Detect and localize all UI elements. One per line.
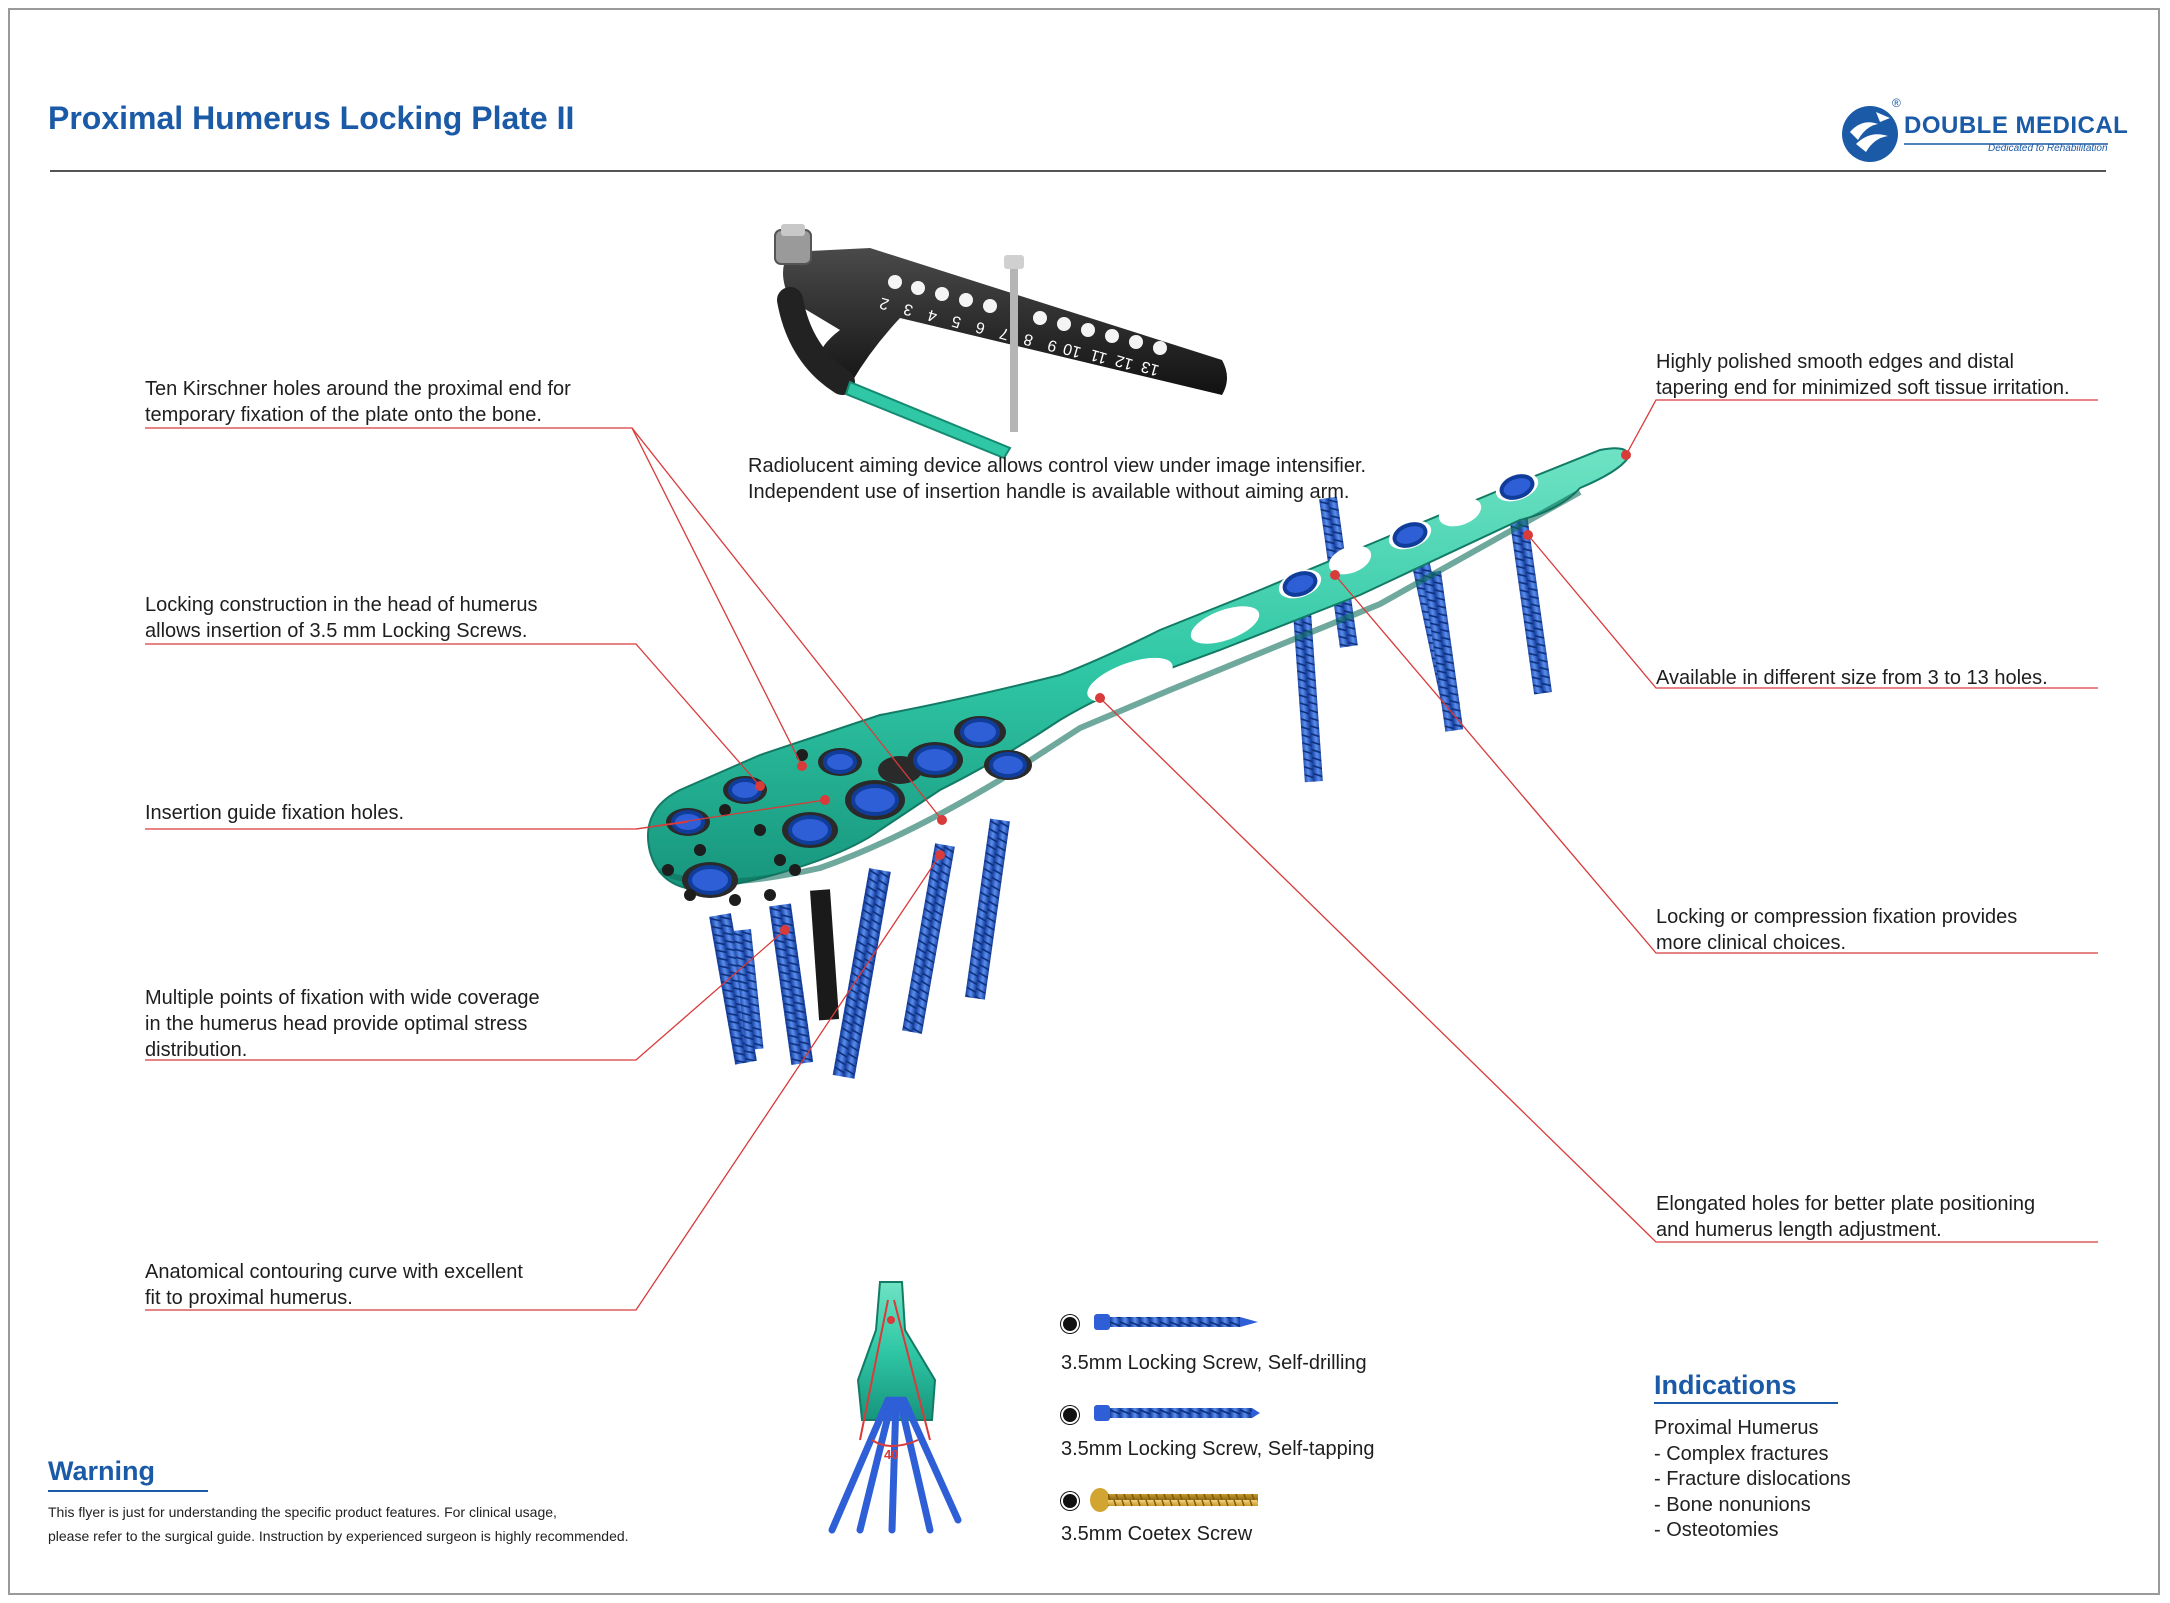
hole-number: 12	[1113, 351, 1135, 372]
callout-line: Ten Kirschner holes around the proximal …	[145, 378, 571, 400]
leader-lines	[145, 399, 2098, 1311]
screw-heads	[671, 474, 1535, 895]
aiming-device-caption: Radiolucent aiming device allows control…	[748, 453, 1366, 505]
screw-angle-diagram	[828, 1281, 962, 1534]
callout-elongated-holes: Elongated holes for better plate positio…	[1656, 1191, 2035, 1243]
callout-line: Multiple points of fixation with wide co…	[145, 987, 540, 1009]
callout-sizes: Available in different size from 3 to 13…	[1656, 665, 2048, 691]
callout-polished-edges: Highly polished smooth edges and distal …	[1656, 349, 2070, 401]
warning-text: This flyer is just for understanding the…	[48, 1500, 629, 1548]
callout-line: Elongated holes for better plate positio…	[1656, 1193, 2036, 1215]
callout-anatomical-contour: Anatomical contouring curve with excelle…	[145, 1259, 523, 1311]
callout-line: in the humerus head provide optimal stre…	[145, 1013, 528, 1035]
indication-item: - Fracture dislocations	[1654, 1468, 1851, 1490]
callout-line: tapering end for minimized soft tissue i…	[1656, 377, 2070, 399]
screw-label-self-drilling: 3.5mm Locking Screw, Self-drilling	[1061, 1352, 1367, 1374]
header-divider	[50, 170, 2106, 172]
indication-item: - Complex fractures	[1654, 1442, 1829, 1465]
hole-number: 10	[1061, 339, 1083, 360]
indications-divider	[1654, 1402, 1838, 1404]
page-title: Proximal Humerus Locking Plate II	[48, 100, 575, 136]
callout-line: temporary fixation of the plate onto the…	[145, 404, 542, 426]
caption-line: Radiolucent aiming device allows control…	[748, 455, 1367, 477]
registered-mark: ®	[1892, 96, 1901, 110]
callout-line: Highly polished smooth edges and distal	[1656, 351, 2014, 373]
warning-heading: Warning	[48, 1456, 155, 1486]
indication-item: Proximal Humerus	[1654, 1417, 1819, 1439]
brand-tagline: Dedicated to Rehabilitation	[1988, 143, 2108, 154]
bullet-icon	[1061, 1315, 1079, 1333]
caption-line: Independent use of insertion handle is a…	[748, 481, 1350, 503]
callout-multiple-fixation: Multiple points of fixation with wide co…	[145, 985, 540, 1063]
callout-kirschner-holes: Ten Kirschner holes around the proximal …	[145, 376, 571, 428]
brand-name: DOUBLE MEDICAL	[1904, 112, 2129, 139]
leader-points	[755, 450, 1631, 935]
hole-number: 13	[1139, 357, 1161, 378]
indications-list: Proximal Humerus - Complex fractures - F…	[1654, 1416, 1851, 1544]
callout-line: Insertion guide fixation holes.	[145, 802, 405, 824]
aiming-device	[774, 224, 1227, 460]
callout-line: Anatomical contouring curve with excelle…	[145, 1261, 523, 1283]
screw-label-cortex: 3.5mm Coetex Screw	[1061, 1523, 1253, 1545]
hole-number: 11	[1088, 346, 1109, 367]
page-frame	[8, 8, 2160, 1595]
callout-locking-compression: Locking or compression fixation provides…	[1656, 904, 2017, 956]
indications-heading: Indications	[1654, 1370, 1797, 1400]
screw-icons	[1090, 1314, 1260, 1512]
callout-insertion-guide: Insertion guide fixation holes.	[145, 800, 404, 826]
callout-locking-construction: Locking construction in the head of hume…	[145, 592, 537, 644]
bullet-icon	[1061, 1492, 1079, 1510]
indication-item: - Bone nonunions	[1654, 1493, 1811, 1516]
callout-line: more clinical choices.	[1656, 932, 1847, 954]
callout-line: distribution.	[145, 1039, 248, 1061]
warning-line: please refer to the surgical guide. Inst…	[48, 1528, 629, 1544]
callout-line: and humerus length adjustment.	[1656, 1219, 1942, 1241]
callout-line: allows insertion of 3.5 mm Locking Screw…	[145, 620, 528, 642]
kirschner-holes	[662, 749, 808, 906]
brand-logo	[1842, 106, 2108, 162]
screw-label-self-tapping: 3.5mm Locking Screw, Self-tapping	[1061, 1438, 1375, 1460]
callout-line: Locking construction in the head of hume…	[145, 594, 538, 616]
callout-line: Available in different size from 3 to 13…	[1656, 667, 2048, 689]
bullet-icon	[1061, 1406, 1079, 1424]
warning-line: This flyer is just for understanding the…	[48, 1504, 557, 1520]
warning-divider	[48, 1490, 208, 1492]
callout-line: fit to proximal humerus.	[145, 1287, 353, 1309]
angle-label: 40	[884, 1447, 899, 1462]
callout-line: Locking or compression fixation provides	[1656, 906, 2018, 928]
indication-item: - Osteotomies	[1654, 1519, 1779, 1541]
